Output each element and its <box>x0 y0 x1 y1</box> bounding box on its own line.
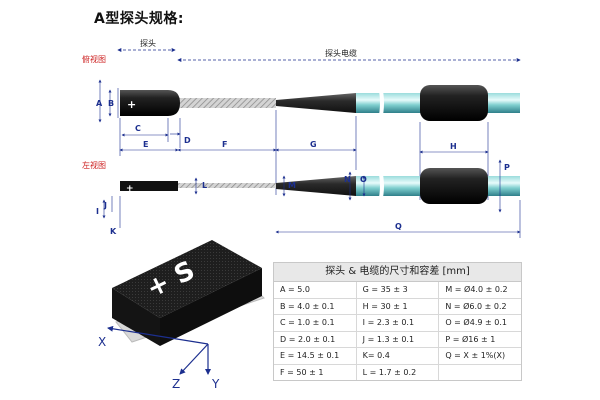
table-row: E = 14.5 ± 0.1 K= 0.4 Q = X ± 1%(X) <box>274 348 521 365</box>
probe-plus-top: + <box>127 98 136 111</box>
table-cell <box>439 365 521 381</box>
wire-top <box>178 98 276 108</box>
probe-plus-left: + <box>126 184 134 194</box>
table-cell: O = Ø4.9 ± 0.1 <box>445 318 507 327</box>
cable-taper-top <box>276 93 356 113</box>
dim-label-B: B <box>108 99 114 108</box>
dim-label-K: K <box>110 227 117 236</box>
probe-section-label: 探头 <box>140 38 156 48</box>
probe-head-left <box>120 181 178 191</box>
table-cell: Q = X ± 1%(X) <box>445 351 506 360</box>
left-view-label: 左视图 <box>82 160 106 170</box>
dim-label-M: M <box>288 181 296 190</box>
table-cell: G = 35 ± 3 <box>357 282 440 298</box>
dim-label-G: G <box>310 140 317 149</box>
table-cell: P = Ø16 ± 1 <box>445 334 496 344</box>
table-cell: D = 2.0 ± 0.1 <box>274 331 357 347</box>
spec-table-header: 探头 & 电缆的尺寸和容差 [mm] <box>274 263 521 282</box>
table-cell: B = 4.0 ± 0.1 <box>274 298 357 314</box>
table-row: F = 50 ± 1 L = 1.7 ± 0.2 <box>274 364 521 381</box>
table-row: D = 2.0 ± 0.1 J = 1.3 ± 0.1 P = Ø16 ± 1 <box>274 331 521 348</box>
axis-y-label: Y <box>211 377 220 391</box>
dim-label-C: C <box>135 124 141 133</box>
top-view-label: 俯视图 <box>82 54 106 64</box>
break-mark-top <box>378 85 384 121</box>
table-cell: K= 0.4 <box>357 348 440 364</box>
spec-table: 探头 & 电缆的尺寸和容差 [mm] A = 5.0 G = 35 ± 3 M … <box>273 262 522 381</box>
axis-z-label: Z <box>172 377 180 391</box>
table-cell: J = 1.3 ± 0.1 <box>357 331 440 347</box>
table-cell: H = 30 ± 1 <box>357 298 440 314</box>
ferrite-top <box>420 85 488 121</box>
ferrite-left <box>420 168 488 204</box>
table-cell: N = Ø6.0 ± 0.2 <box>445 301 507 311</box>
table-cell: L = 1.7 ± 0.2 <box>357 364 440 380</box>
dim-label-E: E <box>143 140 148 149</box>
dim-label-D: D <box>184 136 191 145</box>
table-cell: C = 1.0 ± 0.1 <box>274 315 357 331</box>
cable-section-label: 探头电缆 <box>325 48 357 58</box>
page-title: A型探头规格: <box>94 11 184 27</box>
photo-top-face <box>112 240 262 318</box>
axis-x-line <box>107 325 209 345</box>
table-cell: M = Ø4.0 ± 0.2 <box>445 285 508 294</box>
table-cell: E = 14.5 ± 0.1 <box>274 348 357 364</box>
table-cell: F = 50 ± 1 <box>274 364 357 380</box>
photo-side-face <box>160 268 262 346</box>
dim-label-J: J <box>103 201 107 210</box>
table-cell: A = 5.0 <box>274 282 357 298</box>
dim-label-O: O <box>360 175 367 184</box>
cable-taper-left <box>276 176 356 196</box>
dim-label-I: I <box>96 207 99 216</box>
table-cell: I = 2.3 ± 0.1 <box>357 315 440 331</box>
table-row: A = 5.0 G = 35 ± 3 M = Ø4.0 ± 0.2 <box>274 282 521 299</box>
probe-head-top <box>120 90 180 116</box>
dim-label-A: A <box>96 99 103 108</box>
dim-label-L: L <box>202 181 207 190</box>
dim-label-N: N <box>344 175 351 184</box>
break-mark-left <box>378 169 384 203</box>
photo-front-face <box>112 288 160 346</box>
table-row: B = 4.0 ± 0.1 H = 30 ± 1 N = Ø6.0 ± 0.2 <box>274 298 521 315</box>
dim-label-Q: Q <box>395 222 402 231</box>
table-row: C = 1.0 ± 0.1 I = 2.3 ± 0.1 O = Ø4.9 ± 0… <box>274 315 521 332</box>
dim-label-P: P <box>504 163 510 172</box>
probe-photo: + S <box>112 240 265 346</box>
dim-label-H: H <box>450 142 457 151</box>
axis-z-line <box>179 343 209 375</box>
dim-label-F: F <box>222 140 227 149</box>
axis-x-label: X <box>98 335 106 349</box>
wire-left <box>178 183 276 188</box>
